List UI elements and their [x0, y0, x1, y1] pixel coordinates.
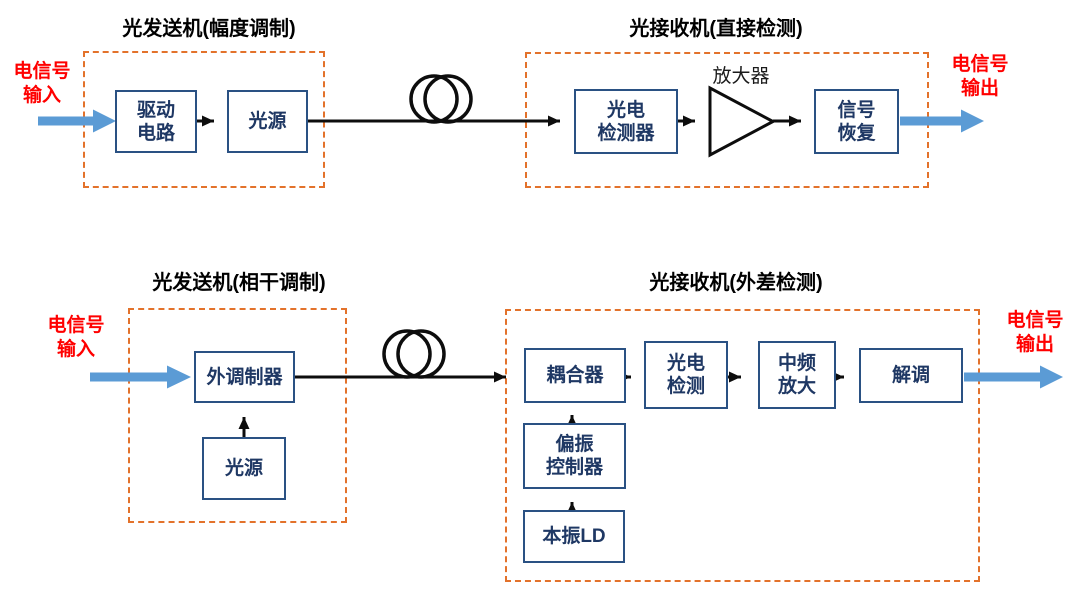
bottom-output-label: 电信号 输出 [1006, 310, 1064, 355]
amplifier-label: 放大器 [712, 66, 770, 87]
block-demodulator: 解调 [859, 348, 963, 403]
block-light-source-bottom: 光源 [202, 437, 286, 500]
block-signal-recovery: 信号 恢复 [814, 89, 899, 154]
top-input-label: 电信号 输入 [13, 61, 71, 106]
block-drive-circuit: 驱动 电路 [115, 90, 197, 153]
top-output-arrow [900, 109, 984, 133]
fiber-coil-bottom-icon [382, 329, 432, 379]
bottom-input-label: 电信号 输入 [47, 315, 105, 360]
top-receiver-title: 光接收机(直接检测) [629, 18, 803, 40]
top-output-label: 电信号 输出 [951, 54, 1009, 99]
block-polarization-controller: 偏振 控制器 [523, 423, 626, 489]
block-coupler: 耦合器 [524, 348, 626, 403]
block-if-amplifier: 中频 放大 [758, 341, 836, 409]
block-photodetector-bottom: 光电 检测 [644, 341, 728, 409]
block-external-modulator: 外调制器 [194, 351, 295, 403]
bottom-transmitter-title: 光发送机(相干调制) [152, 272, 326, 294]
amplifier-triangle-icon [708, 85, 777, 158]
bottom-output-arrow [964, 365, 1063, 389]
bottom-transmitter-group-box [128, 308, 347, 523]
bottom-receiver-title: 光接收机(外差检测) [649, 272, 823, 294]
fiber-coil-top-icon [423, 74, 473, 124]
block-photodetector-top: 光电 检测器 [574, 89, 678, 154]
block-local-oscillator-ld: 本振LD [523, 510, 625, 563]
top-input-arrow [38, 109, 116, 133]
bottom-receiver-group-box [505, 309, 980, 582]
fiber-coil-top-icon [409, 74, 459, 124]
bottom-input-arrow [90, 365, 191, 389]
top-transmitter-title: 光发送机(幅度调制) [122, 18, 296, 40]
fiber-coil-bottom-icon [396, 329, 446, 379]
block-light-source-top: 光源 [227, 90, 308, 153]
